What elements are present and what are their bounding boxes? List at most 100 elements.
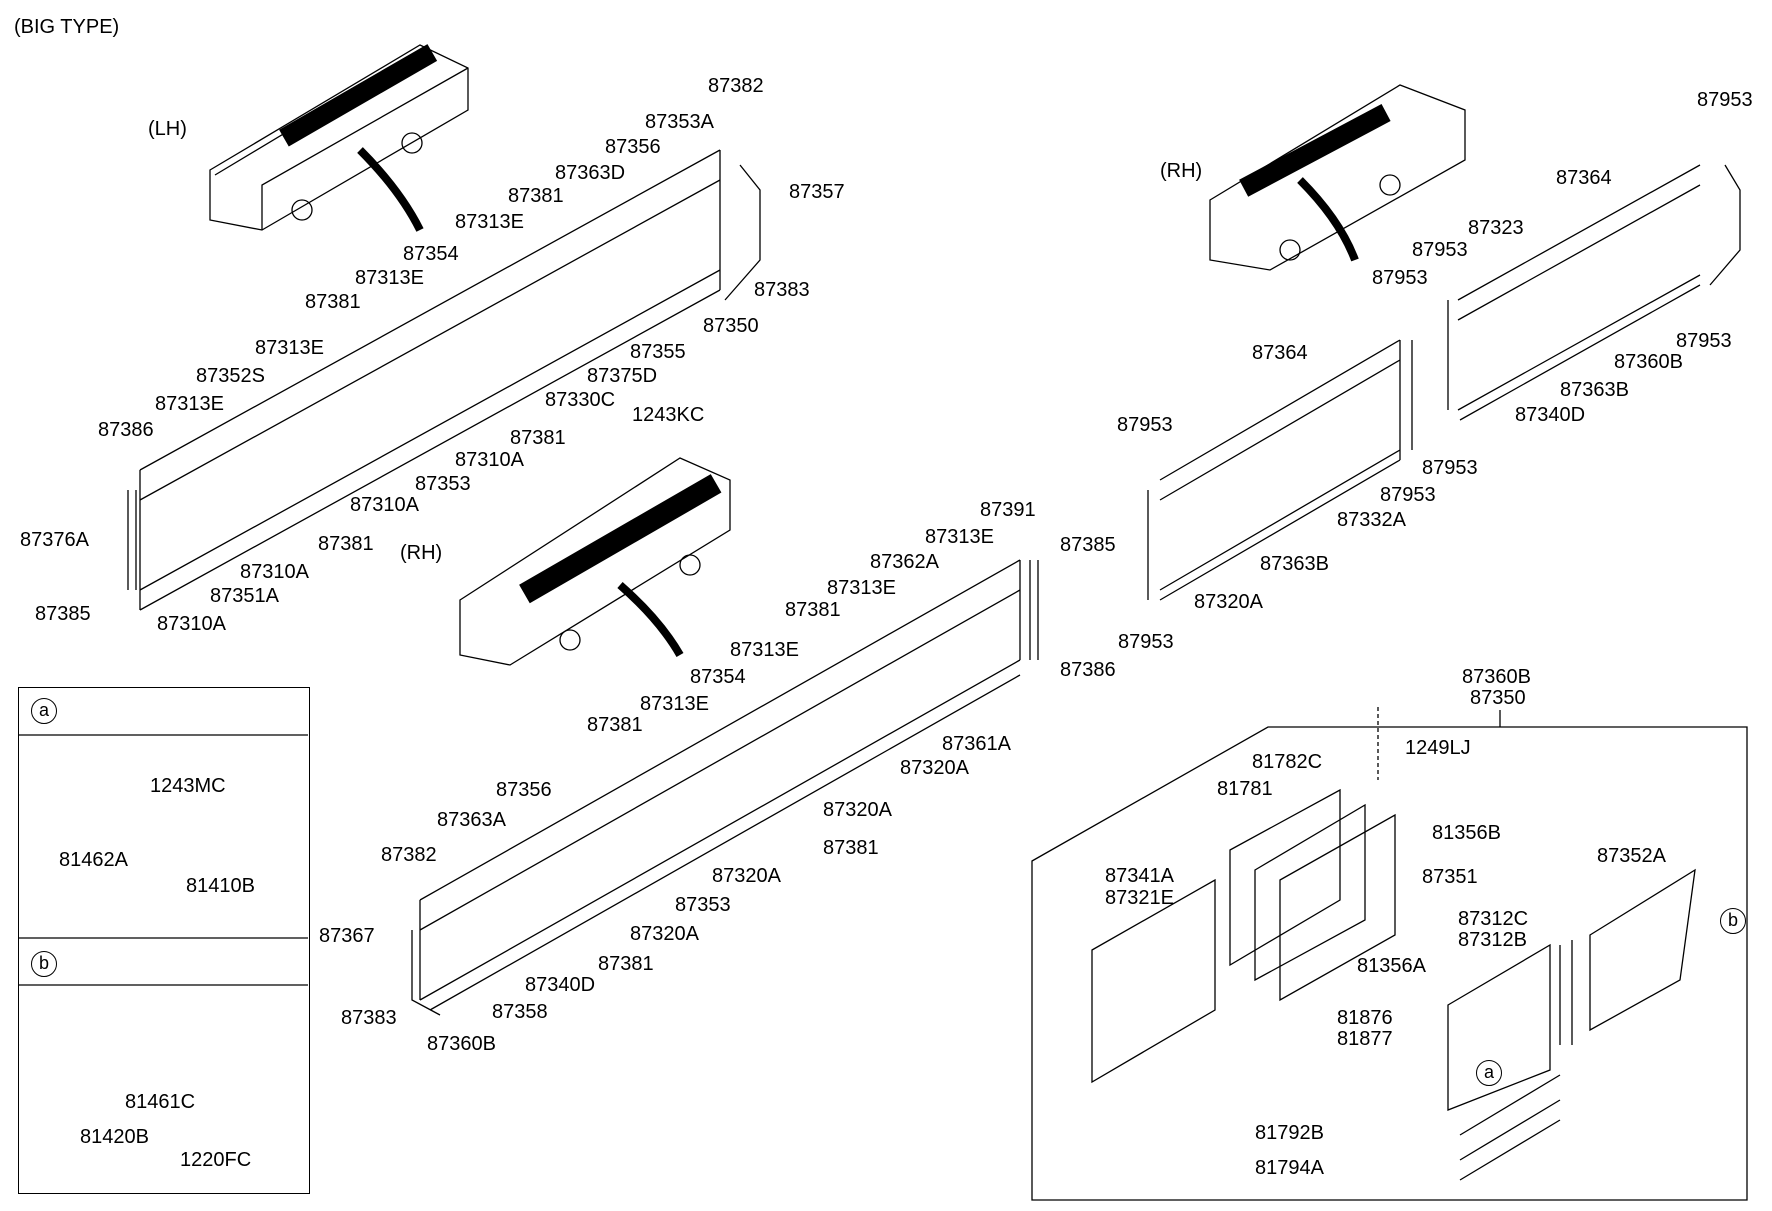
part-label[interactable]: 87353 [415,473,471,495]
part-label[interactable]: 87358 [492,1001,548,1023]
part-label[interactable]: 87356 [496,779,552,801]
detail-box-a-b [18,687,310,1194]
part-label[interactable]: 1249LJ [1405,737,1471,759]
part-label[interactable]: 87381 [305,291,361,313]
part-label[interactable]: 87363A [437,809,506,831]
part-label[interactable]: 87313E [255,337,324,359]
part-label[interactable]: 87381 [510,427,566,449]
part-label[interactable]: 81877 [1337,1028,1393,1050]
part-label[interactable]: 87332A [1337,509,1406,531]
part-label[interactable]: 87953 [1380,484,1436,506]
part-label[interactable]: 81461C [125,1091,196,1113]
part-label[interactable]: 81420B [80,1126,149,1148]
part-label[interactable]: 81876 [1337,1007,1393,1029]
part-label[interactable]: 81782C [1252,751,1323,773]
part-label[interactable]: 1243KC [632,404,705,426]
part-label[interactable]: 87381 [318,533,374,555]
part-label[interactable]: 87385 [1060,534,1116,556]
part-label[interactable]: 81410B [186,875,255,897]
part-label[interactable]: 81462A [59,849,128,871]
part-label[interactable]: 87382 [708,75,764,97]
part-label[interactable]: 87313E [455,211,524,233]
part-label[interactable]: 87320A [712,865,781,887]
part-label[interactable]: 87381 [785,599,841,621]
part-label[interactable]: 87353 [675,894,731,916]
part-label[interactable]: 87310A [455,449,524,471]
part-label[interactable]: 87312B [1458,929,1527,951]
part-label[interactable]: 87323 [1468,217,1524,239]
part-label[interactable]: 87953 [1697,89,1753,111]
side-label-rh-top: (RH) [1160,160,1203,182]
part-label[interactable]: 87310A [240,561,309,583]
detail-box-dividers [18,734,308,986]
part-label[interactable]: 87313E [925,526,994,548]
part-label[interactable]: 87381 [587,714,643,736]
part-label[interactable]: 87340D [1515,404,1586,426]
part-label[interactable]: 87354 [403,243,459,265]
part-label[interactable]: 87313E [640,693,709,715]
part-label[interactable]: 87953 [1118,631,1174,653]
part-label[interactable]: 87313E [155,393,224,415]
part-label[interactable]: 87383 [341,1007,397,1029]
part-label[interactable]: 87321E [1105,887,1174,909]
part-label[interactable]: 81781 [1217,778,1273,800]
part-label[interactable]: 87355 [630,341,686,363]
part-label[interactable]: 87320A [823,799,892,821]
part-label[interactable]: 81356B [1432,822,1501,844]
diagram-title: (BIG TYPE) [14,16,120,38]
part-label[interactable]: 87382 [381,844,437,866]
part-label[interactable]: 87360B [1614,351,1683,373]
part-label[interactable]: 81794A [1255,1157,1324,1179]
part-label[interactable]: 87330C [545,389,616,411]
part-label[interactable]: 87312C [1458,908,1529,930]
part-label[interactable]: 87375D [587,365,658,387]
part-label[interactable]: 87352S [196,365,265,387]
part-label[interactable]: 87381 [508,185,564,207]
part-label[interactable]: 87376A [20,529,89,551]
part-label[interactable]: 87367 [319,925,375,947]
part-label[interactable]: 87381 [598,953,654,975]
part-label[interactable]: 87385 [35,603,91,625]
part-label[interactable]: 87357 [789,181,845,203]
part-label[interactable]: 87953 [1412,239,1468,261]
part-label[interactable]: 87310A [157,613,226,635]
part-label[interactable]: 87386 [98,419,154,441]
part-label[interactable]: 87383 [754,279,810,301]
part-label[interactable]: 87320A [630,923,699,945]
part-label[interactable]: 87953 [1422,457,1478,479]
bus-illustration-rh-top [1209,84,1466,271]
part-label[interactable]: 87391 [980,499,1036,521]
part-label[interactable]: 87364 [1252,342,1308,364]
part-label[interactable]: 1243MC [150,775,226,797]
part-label[interactable]: 81356A [1357,955,1426,977]
part-label[interactable]: 87351A [210,585,279,607]
part-label[interactable]: 87363B [1260,553,1329,575]
part-label[interactable]: 87381 [823,837,879,859]
part-label[interactable]: 87364 [1556,167,1612,189]
part-label[interactable]: 87353A [645,111,714,133]
part-label[interactable]: 87953 [1372,267,1428,289]
part-label[interactable]: 87310A [350,494,419,516]
part-label[interactable]: 87313E [827,577,896,599]
part-label[interactable]: 87341A [1105,865,1174,887]
part-label[interactable]: 87350 [703,315,759,337]
part-label[interactable]: 87313E [355,267,424,289]
part-label[interactable]: 87386 [1060,659,1116,681]
part-label[interactable]: 87363D [555,162,626,184]
part-label[interactable]: 87313E [730,639,799,661]
part-label[interactable]: 87360B [427,1033,496,1055]
part-label[interactable]: 81792B [1255,1122,1324,1144]
part-label[interactable]: 87356 [605,136,661,158]
part-label[interactable]: 87320A [900,757,969,779]
part-label[interactable]: 87352A [1597,845,1666,867]
part-label[interactable]: 87361A [942,733,1011,755]
part-label[interactable]: 87340D [525,974,596,996]
part-label[interactable]: 87354 [690,666,746,688]
part-label[interactable]: 87953 [1117,414,1173,436]
part-label[interactable]: 87363B [1560,379,1629,401]
part-label[interactable]: 1220FC [180,1149,252,1171]
part-label[interactable]: 87362A [870,551,939,573]
part-label[interactable]: 87351 [1422,866,1478,888]
part-label[interactable]: 87320A [1194,591,1263,613]
part-label[interactable]: 87953 [1676,330,1732,352]
